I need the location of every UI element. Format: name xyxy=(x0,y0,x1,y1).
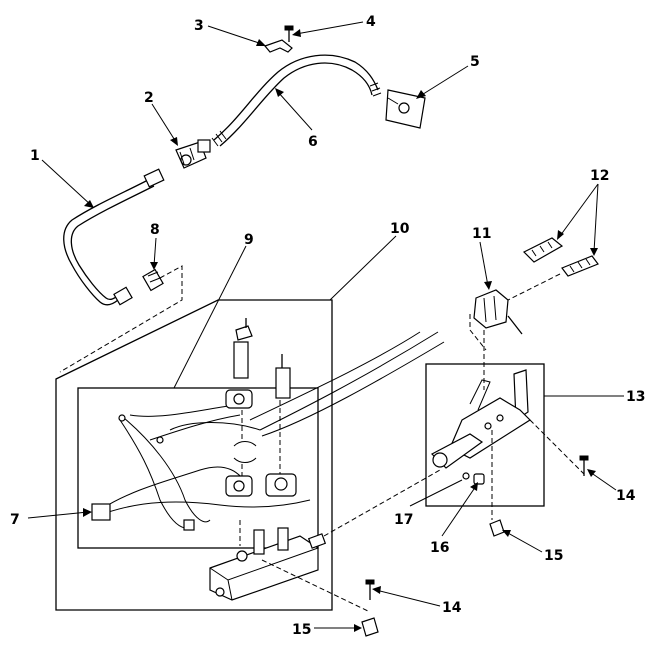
callout-3: 3 xyxy=(194,18,204,34)
burner-bracket xyxy=(430,330,585,520)
assembly-outline-9 xyxy=(77,387,319,549)
callout-15-right: 15 xyxy=(544,548,563,564)
assembly-outline-10 xyxy=(55,299,333,611)
assembly-outline-13 xyxy=(425,363,545,507)
callout-11: 11 xyxy=(472,226,491,242)
callout-9: 9 xyxy=(244,232,254,248)
callout-1: 1 xyxy=(30,148,40,164)
bracket-part-11 xyxy=(469,289,523,351)
screw-part-14-lower xyxy=(365,579,375,600)
callout-7: 7 xyxy=(10,512,20,528)
leader-lines xyxy=(27,21,624,632)
callout-15-lower: 15 xyxy=(292,622,311,638)
callout-13: 13 xyxy=(626,389,645,405)
gas-tube-upper xyxy=(211,25,426,147)
callout-12: 12 xyxy=(590,168,609,184)
part-12-items xyxy=(507,237,599,301)
clip-part-15-right xyxy=(489,519,505,537)
callout-4: 4 xyxy=(366,14,376,30)
callout-5: 5 xyxy=(470,54,480,70)
wire-harness xyxy=(91,331,445,531)
callout-8: 8 xyxy=(150,222,160,238)
clip-part-15-lower xyxy=(361,617,379,637)
callout-labels: 1 2 3 4 5 6 7 8 9 10 11 12 13 14 14 15 1… xyxy=(10,14,645,638)
small-parts-16-17 xyxy=(462,472,485,485)
gas-tube-part-1 xyxy=(63,168,165,306)
callout-10: 10 xyxy=(390,221,410,237)
fitting-part-2 xyxy=(175,139,211,169)
screw-part-14-right xyxy=(579,455,589,476)
callout-17: 17 xyxy=(394,512,413,528)
callout-14-lower: 14 xyxy=(442,600,462,616)
callout-16: 16 xyxy=(430,540,449,556)
callout-6: 6 xyxy=(308,134,318,150)
callout-2: 2 xyxy=(144,90,154,106)
solenoid-components xyxy=(225,318,297,497)
gas-valve-body xyxy=(209,469,441,613)
callout-14-right: 14 xyxy=(616,488,636,504)
fitting-part-8 xyxy=(59,265,183,373)
